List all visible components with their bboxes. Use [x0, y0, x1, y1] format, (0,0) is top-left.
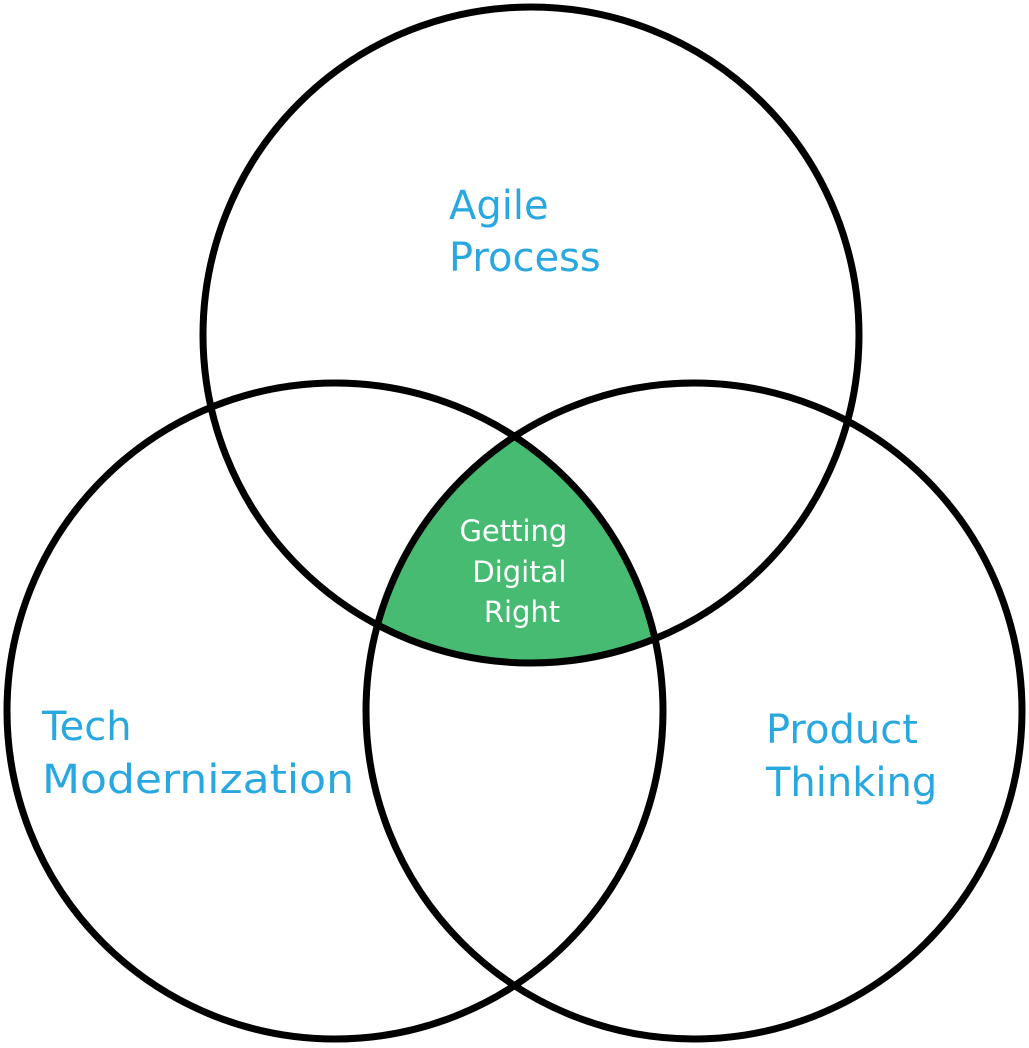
label-product-thinking: Product Thinking: [765, 707, 937, 806]
label-getting-digital-right: Getting Digital Right: [459, 514, 576, 629]
circle-agile-process: [199, 3, 863, 667]
circle-product-thinking: [362, 379, 1026, 1043]
label-tech-modernization: Tech Modernization: [41, 704, 354, 803]
label-agile-process: Agile Process: [449, 183, 601, 281]
circle-tech-modernization: [3, 379, 667, 1043]
center-intersection: [364, 381, 665, 665]
